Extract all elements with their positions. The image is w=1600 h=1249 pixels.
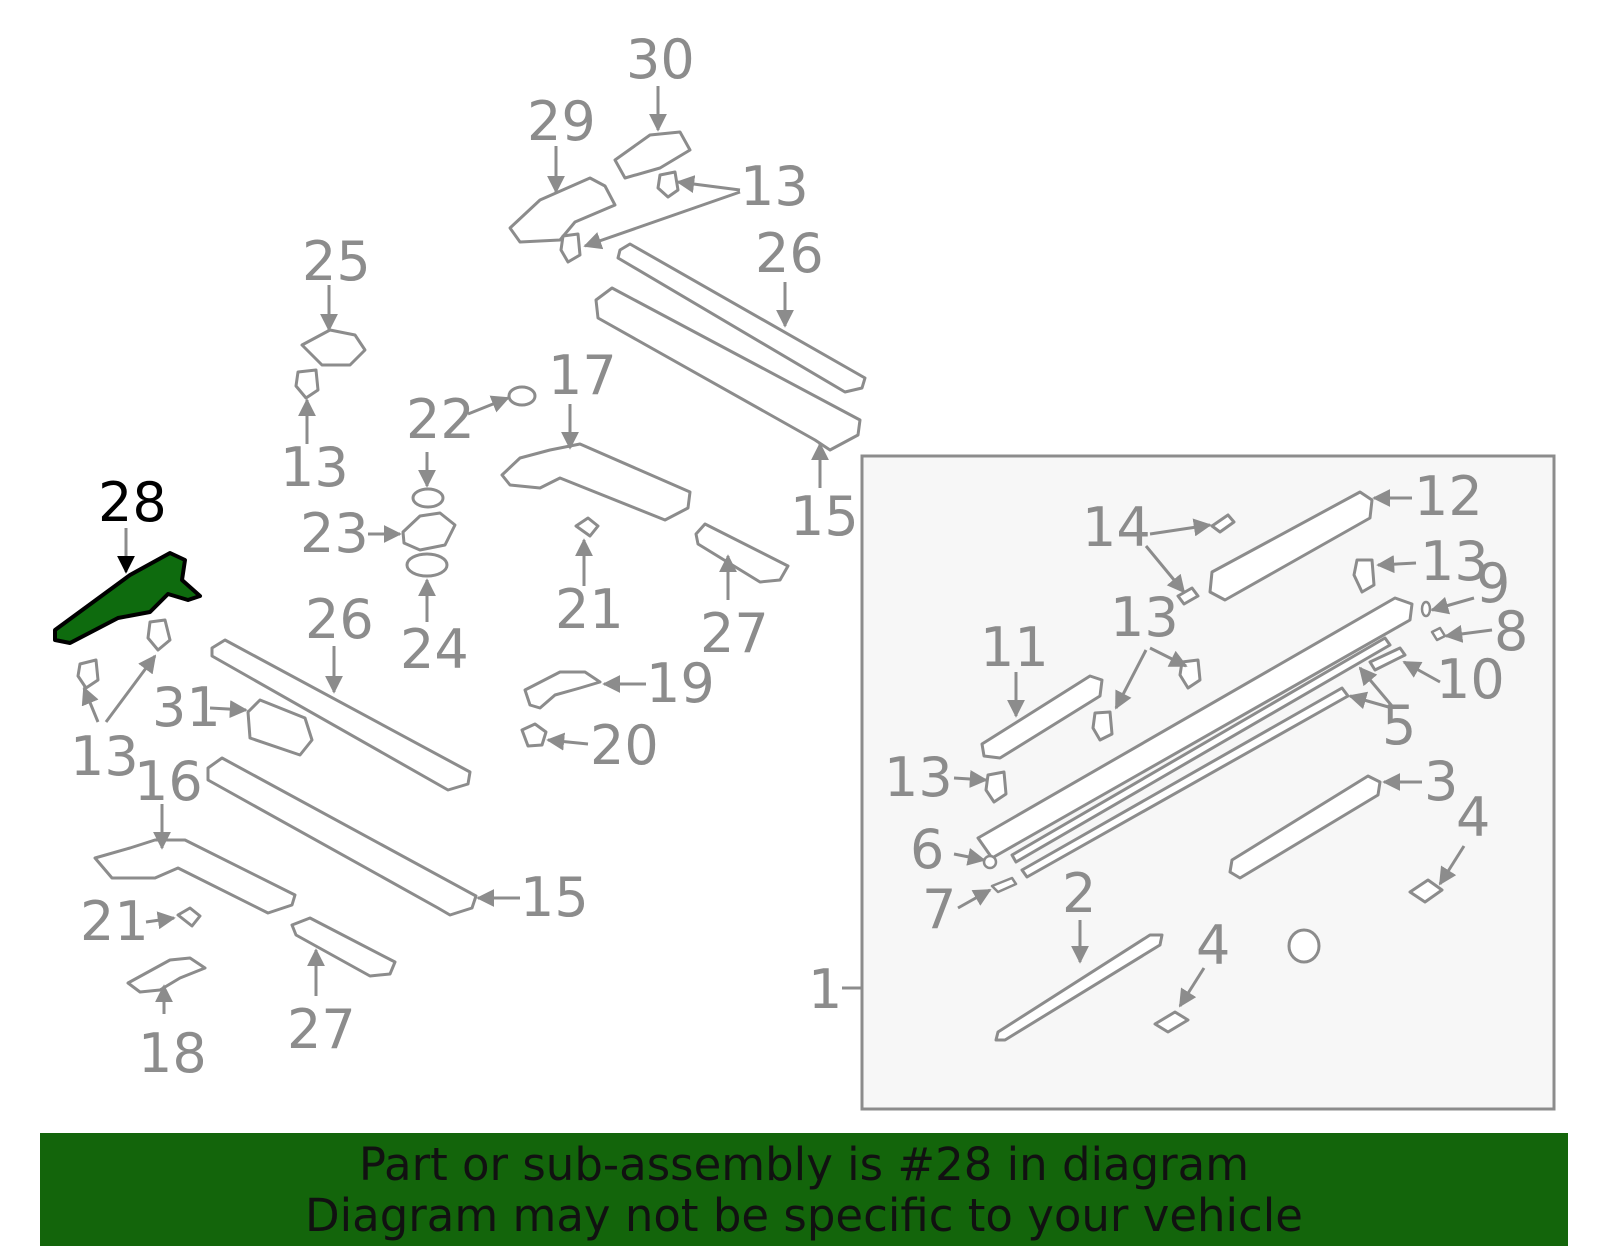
callout-13[interactable]: 13 <box>884 746 953 809</box>
part-17[interactable] <box>500 442 692 522</box>
callout-26[interactable]: 26 <box>305 588 374 651</box>
part-16[interactable] <box>93 838 297 915</box>
callout-13[interactable]: 13 <box>70 725 139 788</box>
callout-28[interactable]: 28 <box>98 471 167 534</box>
info-banner: Part or sub-assembly is #28 in diagram D… <box>40 1133 1568 1246</box>
callout-7[interactable]: 7 <box>922 878 956 941</box>
part-27-lower[interactable] <box>290 916 397 978</box>
part-nut[interactable] <box>1287 928 1321 964</box>
callout-5[interactable]: 5 <box>1382 694 1416 757</box>
callout-labels: 28 13 25 13 29 30 13 26 15 22 23 24 17 2… <box>70 28 1528 1085</box>
callout-12[interactable]: 12 <box>1414 465 1483 528</box>
callout-20[interactable]: 20 <box>590 714 659 777</box>
callout-17[interactable]: 17 <box>548 344 617 407</box>
part-13-clip-d[interactable] <box>656 170 680 199</box>
part-4-lower[interactable] <box>1153 1010 1190 1034</box>
part-main-rail[interactable] <box>976 596 1414 860</box>
part-20[interactable] <box>520 722 548 748</box>
banner-line-2: Diagram may not be specific to your vehi… <box>305 1188 1303 1242</box>
callout-1[interactable]: 1 <box>808 958 842 1021</box>
part-9[interactable] <box>1420 600 1432 618</box>
callout-9[interactable]: 9 <box>1476 552 1510 615</box>
callout-21[interactable]: 21 <box>80 890 149 953</box>
part-3[interactable] <box>1228 774 1382 880</box>
callout-3[interactable]: 3 <box>1424 750 1458 813</box>
part-27-upper[interactable] <box>694 522 790 584</box>
callout-30[interactable]: 30 <box>626 28 695 91</box>
callout-27[interactable]: 27 <box>287 998 356 1061</box>
part-21-upper[interactable] <box>574 516 600 538</box>
part-22[interactable] <box>507 385 537 407</box>
part-26-lower[interactable] <box>210 638 472 792</box>
callout-13[interactable]: 13 <box>1420 530 1489 593</box>
callout-23[interactable]: 23 <box>300 502 369 565</box>
part-6[interactable] <box>982 854 998 870</box>
part-13-clip-b[interactable] <box>76 658 100 690</box>
callout-10[interactable]: 10 <box>1436 648 1505 711</box>
part-13-clip-e[interactable] <box>559 232 582 264</box>
part-30[interactable] <box>613 130 692 180</box>
part-19[interactable] <box>523 670 602 710</box>
callout-31[interactable]: 31 <box>152 676 221 739</box>
part-15-lower[interactable] <box>206 756 478 917</box>
callout-4[interactable]: 4 <box>1196 914 1230 977</box>
callout-14[interactable]: 14 <box>1082 496 1151 559</box>
part-13-clip-c[interactable] <box>294 368 320 400</box>
part-5-b[interactable] <box>1020 686 1350 879</box>
part-4-right[interactable] <box>1408 878 1444 904</box>
callout-29[interactable]: 29 <box>527 90 596 153</box>
part-2[interactable] <box>994 933 1164 1042</box>
callout-25[interactable]: 25 <box>302 230 371 293</box>
part-13-clip-f[interactable] <box>1352 558 1376 594</box>
callout-8[interactable]: 8 <box>1494 600 1528 663</box>
leader-lines <box>81 86 1493 1014</box>
part-11[interactable] <box>980 674 1104 760</box>
part-15-upper[interactable] <box>594 286 862 452</box>
callout-13[interactable]: 13 <box>280 436 349 499</box>
callout-18[interactable]: 18 <box>138 1022 207 1085</box>
part-12[interactable] <box>1208 490 1374 602</box>
part-13-clip-h[interactable] <box>1091 710 1114 742</box>
callout-4[interactable]: 4 <box>1456 786 1490 849</box>
part-7[interactable] <box>990 876 1018 894</box>
callout-15[interactable]: 15 <box>520 866 589 929</box>
part-24[interactable] <box>405 552 449 578</box>
part-29[interactable] <box>508 176 617 244</box>
part-13-clip-a[interactable] <box>146 618 172 652</box>
callout-11[interactable]: 11 <box>980 616 1049 679</box>
callout-22[interactable]: 22 <box>406 388 475 451</box>
callout-19[interactable]: 19 <box>646 652 715 715</box>
part-28-highlighted[interactable] <box>53 551 202 645</box>
callout-21[interactable]: 21 <box>555 578 624 641</box>
part-23-top[interactable] <box>411 487 445 509</box>
part-25[interactable] <box>300 328 367 367</box>
callout-16[interactable]: 16 <box>134 750 203 813</box>
callout-24[interactable]: 24 <box>400 618 469 681</box>
part-14-b[interactable] <box>1176 586 1200 606</box>
part-5-a[interactable] <box>1010 636 1392 864</box>
part-14-a[interactable] <box>1210 513 1236 534</box>
part-18[interactable] <box>126 956 207 994</box>
part-23[interactable] <box>401 511 457 552</box>
callout-26[interactable]: 26 <box>755 222 824 285</box>
callout-27[interactable]: 27 <box>700 602 769 665</box>
callout-15[interactable]: 15 <box>790 485 859 548</box>
callout-13[interactable]: 13 <box>1110 586 1179 649</box>
banner-line-1: Part or sub-assembly is #28 in diagram <box>358 1137 1250 1191</box>
callout-6[interactable]: 6 <box>910 818 944 881</box>
callout-2[interactable]: 2 <box>1062 862 1096 925</box>
part-31[interactable] <box>246 698 314 757</box>
part-26-upper[interactable] <box>616 242 867 394</box>
callout-13[interactable]: 13 <box>740 155 809 218</box>
part-21-lower[interactable] <box>176 906 202 928</box>
